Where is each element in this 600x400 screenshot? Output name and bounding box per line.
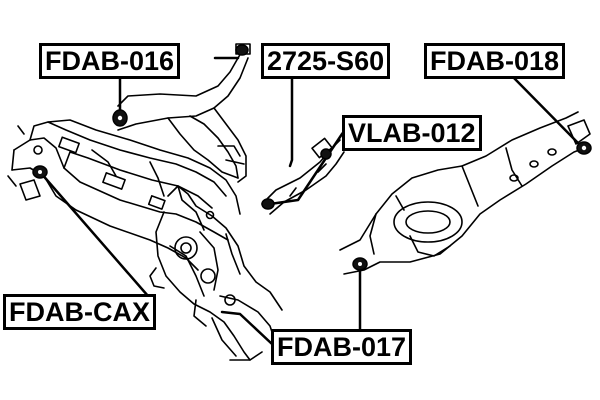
bushing-2725-s60 — [261, 198, 275, 210]
label-fdab-016: FDAB-016 — [39, 43, 181, 79]
bushing-markers — [32, 44, 592, 271]
upper-control-arm — [117, 43, 251, 183]
label-fdab-017: FDAB-017 — [271, 329, 413, 365]
label-vlab-012: VLAB-012 — [342, 115, 482, 151]
bushing-fdab-016-top — [235, 44, 249, 56]
rear-subframe — [7, 119, 241, 271]
lower-control-arm — [339, 111, 591, 275]
label-fdab-018: FDAB-018 — [424, 43, 566, 79]
bushing-vlab-012 — [320, 148, 332, 160]
label-2725-s60: 2725-S60 — [261, 43, 391, 79]
label-fdab-cax: FDAB-CAX — [3, 294, 156, 330]
leader-lines — [38, 56, 582, 346]
